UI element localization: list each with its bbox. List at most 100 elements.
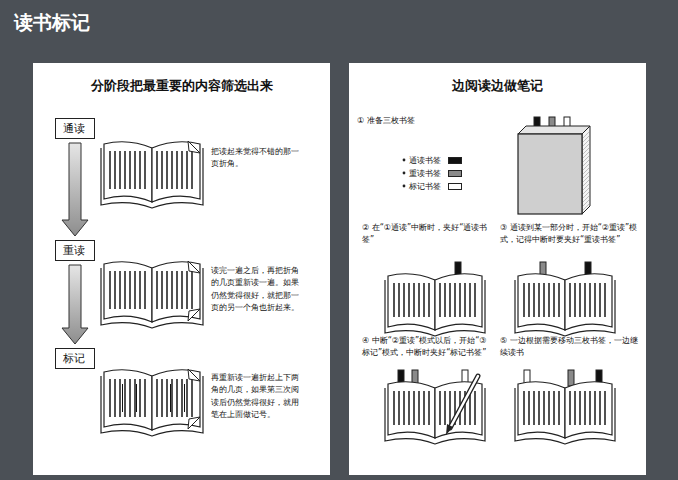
- text-line: [423, 283, 425, 317]
- text-line: [129, 271, 131, 309]
- text-line: [574, 391, 576, 425]
- text-line: [109, 151, 111, 189]
- text-line: [444, 391, 446, 425]
- text-line: [538, 391, 540, 425]
- stage-label: 重读: [63, 243, 87, 258]
- page-heading: 边阅读边做笔记: [349, 77, 646, 95]
- text-line: [403, 283, 405, 317]
- text-line: [124, 271, 126, 309]
- text-line: [533, 391, 535, 425]
- text-line: [548, 391, 550, 425]
- text-line: [553, 391, 555, 425]
- book-page: [565, 274, 612, 330]
- text-line: [119, 151, 121, 189]
- text-line: [134, 271, 136, 309]
- text-line: [398, 391, 400, 425]
- pen-mark: [122, 384, 123, 412]
- text-line: [166, 151, 168, 189]
- text-line: [109, 271, 111, 309]
- legend-bullet: [403, 185, 406, 188]
- text-line: [558, 391, 560, 425]
- flow-arrow: [62, 143, 88, 236]
- text-line: [156, 271, 158, 309]
- text-line: [139, 379, 141, 417]
- text-line: [423, 391, 425, 425]
- note-text: 读完一遍之后，再把折角的几页重新读一遍。如果仍然觉得很好，就把那一页的另一个角也…: [211, 265, 303, 315]
- folded-corner: [188, 309, 200, 321]
- text-line: [161, 379, 163, 417]
- text-line: [604, 391, 606, 425]
- text-line: [181, 271, 183, 309]
- text-line: [139, 271, 141, 309]
- text-line: [474, 391, 476, 425]
- text-line: [191, 271, 193, 309]
- folded-corner: [188, 141, 200, 153]
- page-title: 读书标记: [14, 10, 90, 36]
- text-line: [398, 283, 400, 317]
- legend-swatch: [448, 183, 462, 190]
- book-page: [104, 370, 152, 430]
- text-line: [569, 391, 571, 425]
- text-line: [114, 271, 116, 309]
- text-line: [181, 379, 183, 417]
- legend-swatch: [448, 170, 462, 177]
- note-text: ③ 通读到某一部分时，开始“②重读”模式，记得中断时要夹好“重读书签”: [500, 222, 638, 247]
- folded-corner: [188, 417, 200, 429]
- note-text: 再重新读一遍折起上下两角的几页，如果第三次阅读后仍然觉得很好，就用笔在上面做记号…: [211, 372, 303, 422]
- page-ground: [349, 63, 646, 475]
- text-line: [579, 391, 581, 425]
- open-book: [101, 142, 203, 208]
- text-line: [191, 379, 193, 417]
- stage-label: 通读: [63, 121, 87, 136]
- pen: [450, 376, 478, 428]
- bookmark: [568, 370, 574, 386]
- page-edge: [583, 204, 589, 210]
- text-line: [599, 283, 601, 317]
- page-heading: 分阶段把最重要的内容筛选出来: [33, 77, 330, 95]
- note-text: ④ 中断“②重读”模式以后，开始“③标记”模式，中断时夹好“标记书签”: [362, 335, 490, 360]
- text-line: [449, 391, 451, 425]
- text-line: [569, 283, 571, 317]
- text-line: [589, 283, 591, 317]
- text-line: [538, 283, 540, 317]
- text-line: [523, 391, 525, 425]
- text-line: [574, 283, 576, 317]
- text-line: [584, 391, 586, 425]
- pen-mark: [136, 384, 137, 412]
- text-line: [139, 151, 141, 189]
- text-line: [444, 283, 446, 317]
- text-line: [156, 151, 158, 189]
- pen-mark: [184, 384, 185, 412]
- legend-swatch: [448, 157, 462, 164]
- pen: [450, 376, 478, 428]
- text-line: [558, 283, 560, 317]
- note-text: ② 在“①通读”中断时，夹好“通读书签”: [362, 222, 490, 247]
- text-line: [528, 283, 530, 317]
- text-line: [171, 379, 173, 417]
- book-page: [104, 262, 152, 322]
- text-line: [528, 391, 530, 425]
- text-line: [134, 379, 136, 417]
- folded-corner: [188, 369, 200, 381]
- text-line: [119, 271, 121, 309]
- open-book: [101, 262, 203, 328]
- book-cover: [518, 134, 582, 214]
- text-line: [393, 283, 395, 317]
- text-line: [403, 391, 405, 425]
- note-text: ① 准备三枚书签: [357, 115, 487, 127]
- legend-text: 重读书签: [409, 168, 441, 179]
- legend-bullet: [403, 159, 406, 162]
- text-line: [413, 391, 415, 425]
- text-line: [171, 271, 173, 309]
- text-line: [176, 151, 178, 189]
- stage-label: 标记: [63, 351, 87, 366]
- text-line: [464, 283, 466, 317]
- text-line: [114, 379, 116, 417]
- book-page: [388, 382, 435, 438]
- text-line: [533, 283, 535, 317]
- open-book: [515, 382, 615, 444]
- book-page: [435, 274, 482, 330]
- text-line: [418, 391, 420, 425]
- book-page: [518, 274, 565, 330]
